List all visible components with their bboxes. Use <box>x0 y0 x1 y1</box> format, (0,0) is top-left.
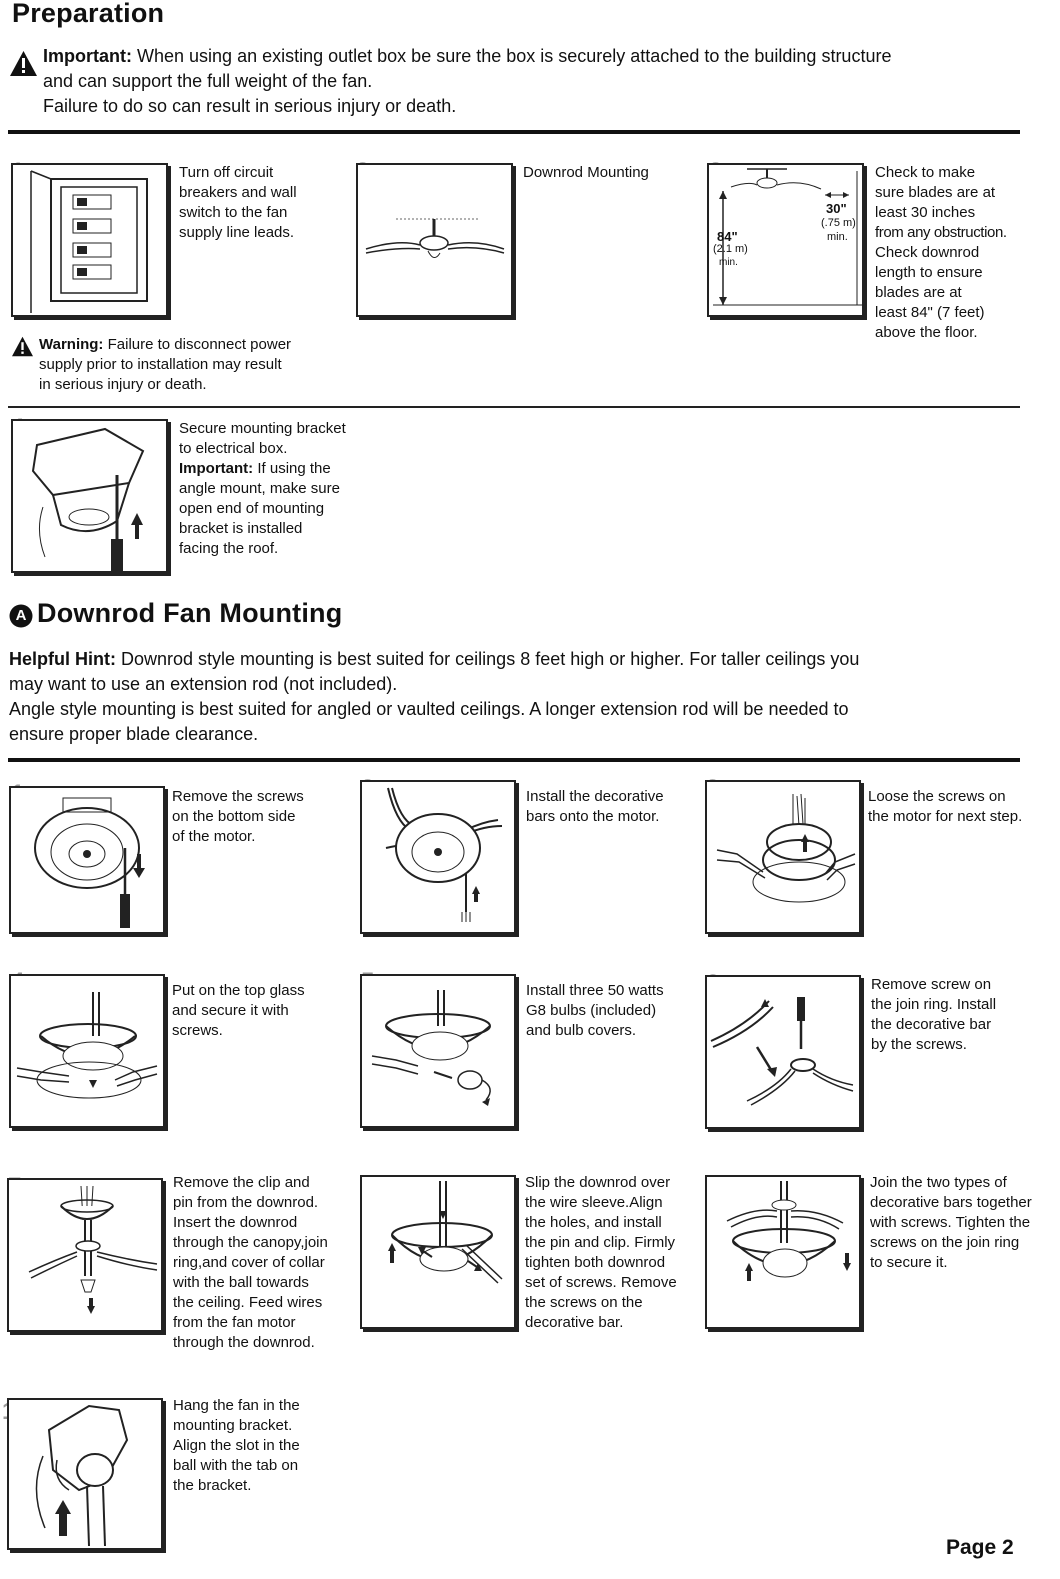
section-badge-letter: A <box>15 607 27 624</box>
section-title-preparation: Preparation <box>12 0 165 28</box>
section-divider <box>8 130 1020 134</box>
downrod-step-3-figure <box>705 780 861 934</box>
prep-step-3-text: Check to make sure blades are at least 3… <box>875 164 1007 341</box>
prep-step-4-text: Secure mounting bracket to electrical bo… <box>179 420 346 557</box>
loosen-screws-illustration <box>716 793 856 903</box>
warning-notice: Warning: Failure to disconnect power sup… <box>39 336 292 393</box>
important-line-1: When using an existing outlet box be sur… <box>137 46 892 66</box>
downrod-step-7-figure <box>7 1178 163 1332</box>
downrod-step-5-text: Install three 50 watts G8 bulbs (include… <box>526 982 664 1039</box>
prep-step-2-figure <box>356 163 513 317</box>
downrod-step-2-text: Install the decorative bars onto the mot… <box>526 788 664 825</box>
downrod-step-1-text: Remove the screws on the bottom side of … <box>172 788 304 845</box>
warning-triangle-icon <box>10 51 37 76</box>
helpful-hint: Helpful Hint: Downrod style mounting is … <box>9 649 860 744</box>
downrod-step-6-figure <box>705 975 861 1129</box>
join-ring-illustration <box>710 997 854 1106</box>
slip-downrod-illustration <box>388 1181 503 1284</box>
downrod-step-8-figure <box>360 1175 516 1329</box>
mounting-bracket-illustration <box>31 427 145 571</box>
prep-step-1-figure <box>11 163 168 317</box>
downrod-step-8-text: Slip the downrod over the wire sleeve.Al… <box>525 1174 677 1331</box>
decorative-bars-illustration <box>385 787 503 922</box>
clearance-diagram-illustration <box>713 168 862 306</box>
downrod-step-3-text: Loose the screws on the motor for next s… <box>868 788 1023 825</box>
join-decorative-bars-illustration <box>726 1181 851 1281</box>
section-badge-icon <box>9 604 33 628</box>
downrod-step-9-figure <box>705 1175 861 1329</box>
downrod-step-1-figure <box>9 786 165 934</box>
downrod-step-4-figure <box>9 974 165 1128</box>
downrod-fan-illustration <box>365 218 505 258</box>
section-divider <box>8 758 1020 762</box>
important-notice: Important: When using an existing outlet… <box>43 44 1043 119</box>
motor-screws-illustration <box>34 797 145 928</box>
important-label: Important: <box>43 46 132 66</box>
downrod-step-10-figure <box>7 1398 163 1550</box>
breaker-panel-illustration <box>30 170 148 313</box>
prep-step-2-text: Downrod Mounting <box>523 164 649 181</box>
important-line-3: Failure to do so can result in serious i… <box>43 96 457 116</box>
prep-step-4-figure <box>11 419 168 573</box>
prep-step-1-text: Turn off circuit breakers and wall switc… <box>179 164 297 241</box>
important-line-2: and can support the full weight of the f… <box>43 71 373 91</box>
warning-triangle-icon <box>12 336 33 357</box>
downrod-step-7-text: Remove the clip and pin from the downrod… <box>173 1174 328 1351</box>
downrod-step-2-figure <box>360 780 516 934</box>
downrod-step-9-text: Join the two types of decorative bars to… <box>870 1174 1032 1271</box>
page-number: Page 2 <box>946 1536 1014 1559</box>
downrod-step-5-figure <box>360 974 516 1128</box>
prep-step-3-figure: 30" (.75 m) min. 84" (2.1 m) min. <box>707 163 864 317</box>
install-bulbs-illustration <box>371 990 491 1106</box>
section-title-downrod: Downrod Fan Mounting <box>37 598 343 628</box>
hint-label: Helpful Hint: <box>9 649 116 669</box>
downrod-step-6-text: Remove screw on the join ring. Install t… <box>871 976 997 1053</box>
top-glass-illustration <box>16 992 158 1099</box>
downrod-step-10-text: Hang the fan in the mounting bracket. Al… <box>173 1397 300 1494</box>
downrod-step-4-text: Put on the top glass and secure it with … <box>172 982 305 1039</box>
hang-fan-illustration <box>35 1404 129 1547</box>
insert-downrod-illustration <box>28 1185 158 1314</box>
step-divider <box>8 406 1020 408</box>
